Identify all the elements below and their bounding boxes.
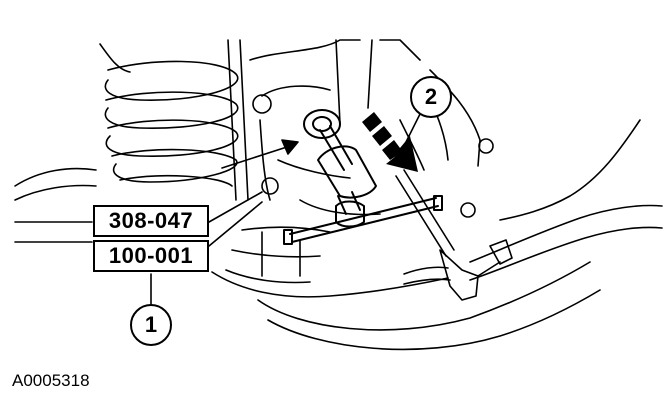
callout-1-leaders: [150, 191, 263, 305]
callout-1: 1: [130, 304, 172, 346]
coil-spring: [99, 39, 249, 201]
tool-number-box-308-047: 308-047: [93, 205, 209, 237]
tool-number: 100-001: [108, 243, 194, 268]
tie-rod: [395, 169, 513, 301]
callout-number: 1: [144, 312, 158, 337]
lower-arm: [257, 119, 663, 351]
tool-number-box-100-001: 100-001: [93, 240, 209, 272]
brake-line: [211, 271, 449, 298]
callout-number: 2: [424, 84, 438, 109]
direction-arrow: [362, 112, 418, 172]
figure-id: A0005318: [12, 371, 90, 390]
puller-tool: [283, 109, 443, 245]
frame-rail: [14, 167, 97, 243]
callout-2: 2: [410, 76, 452, 118]
tool-number: 308-047: [108, 208, 194, 233]
knuckle: [225, 39, 494, 284]
pointer-arrow: [221, 139, 299, 169]
